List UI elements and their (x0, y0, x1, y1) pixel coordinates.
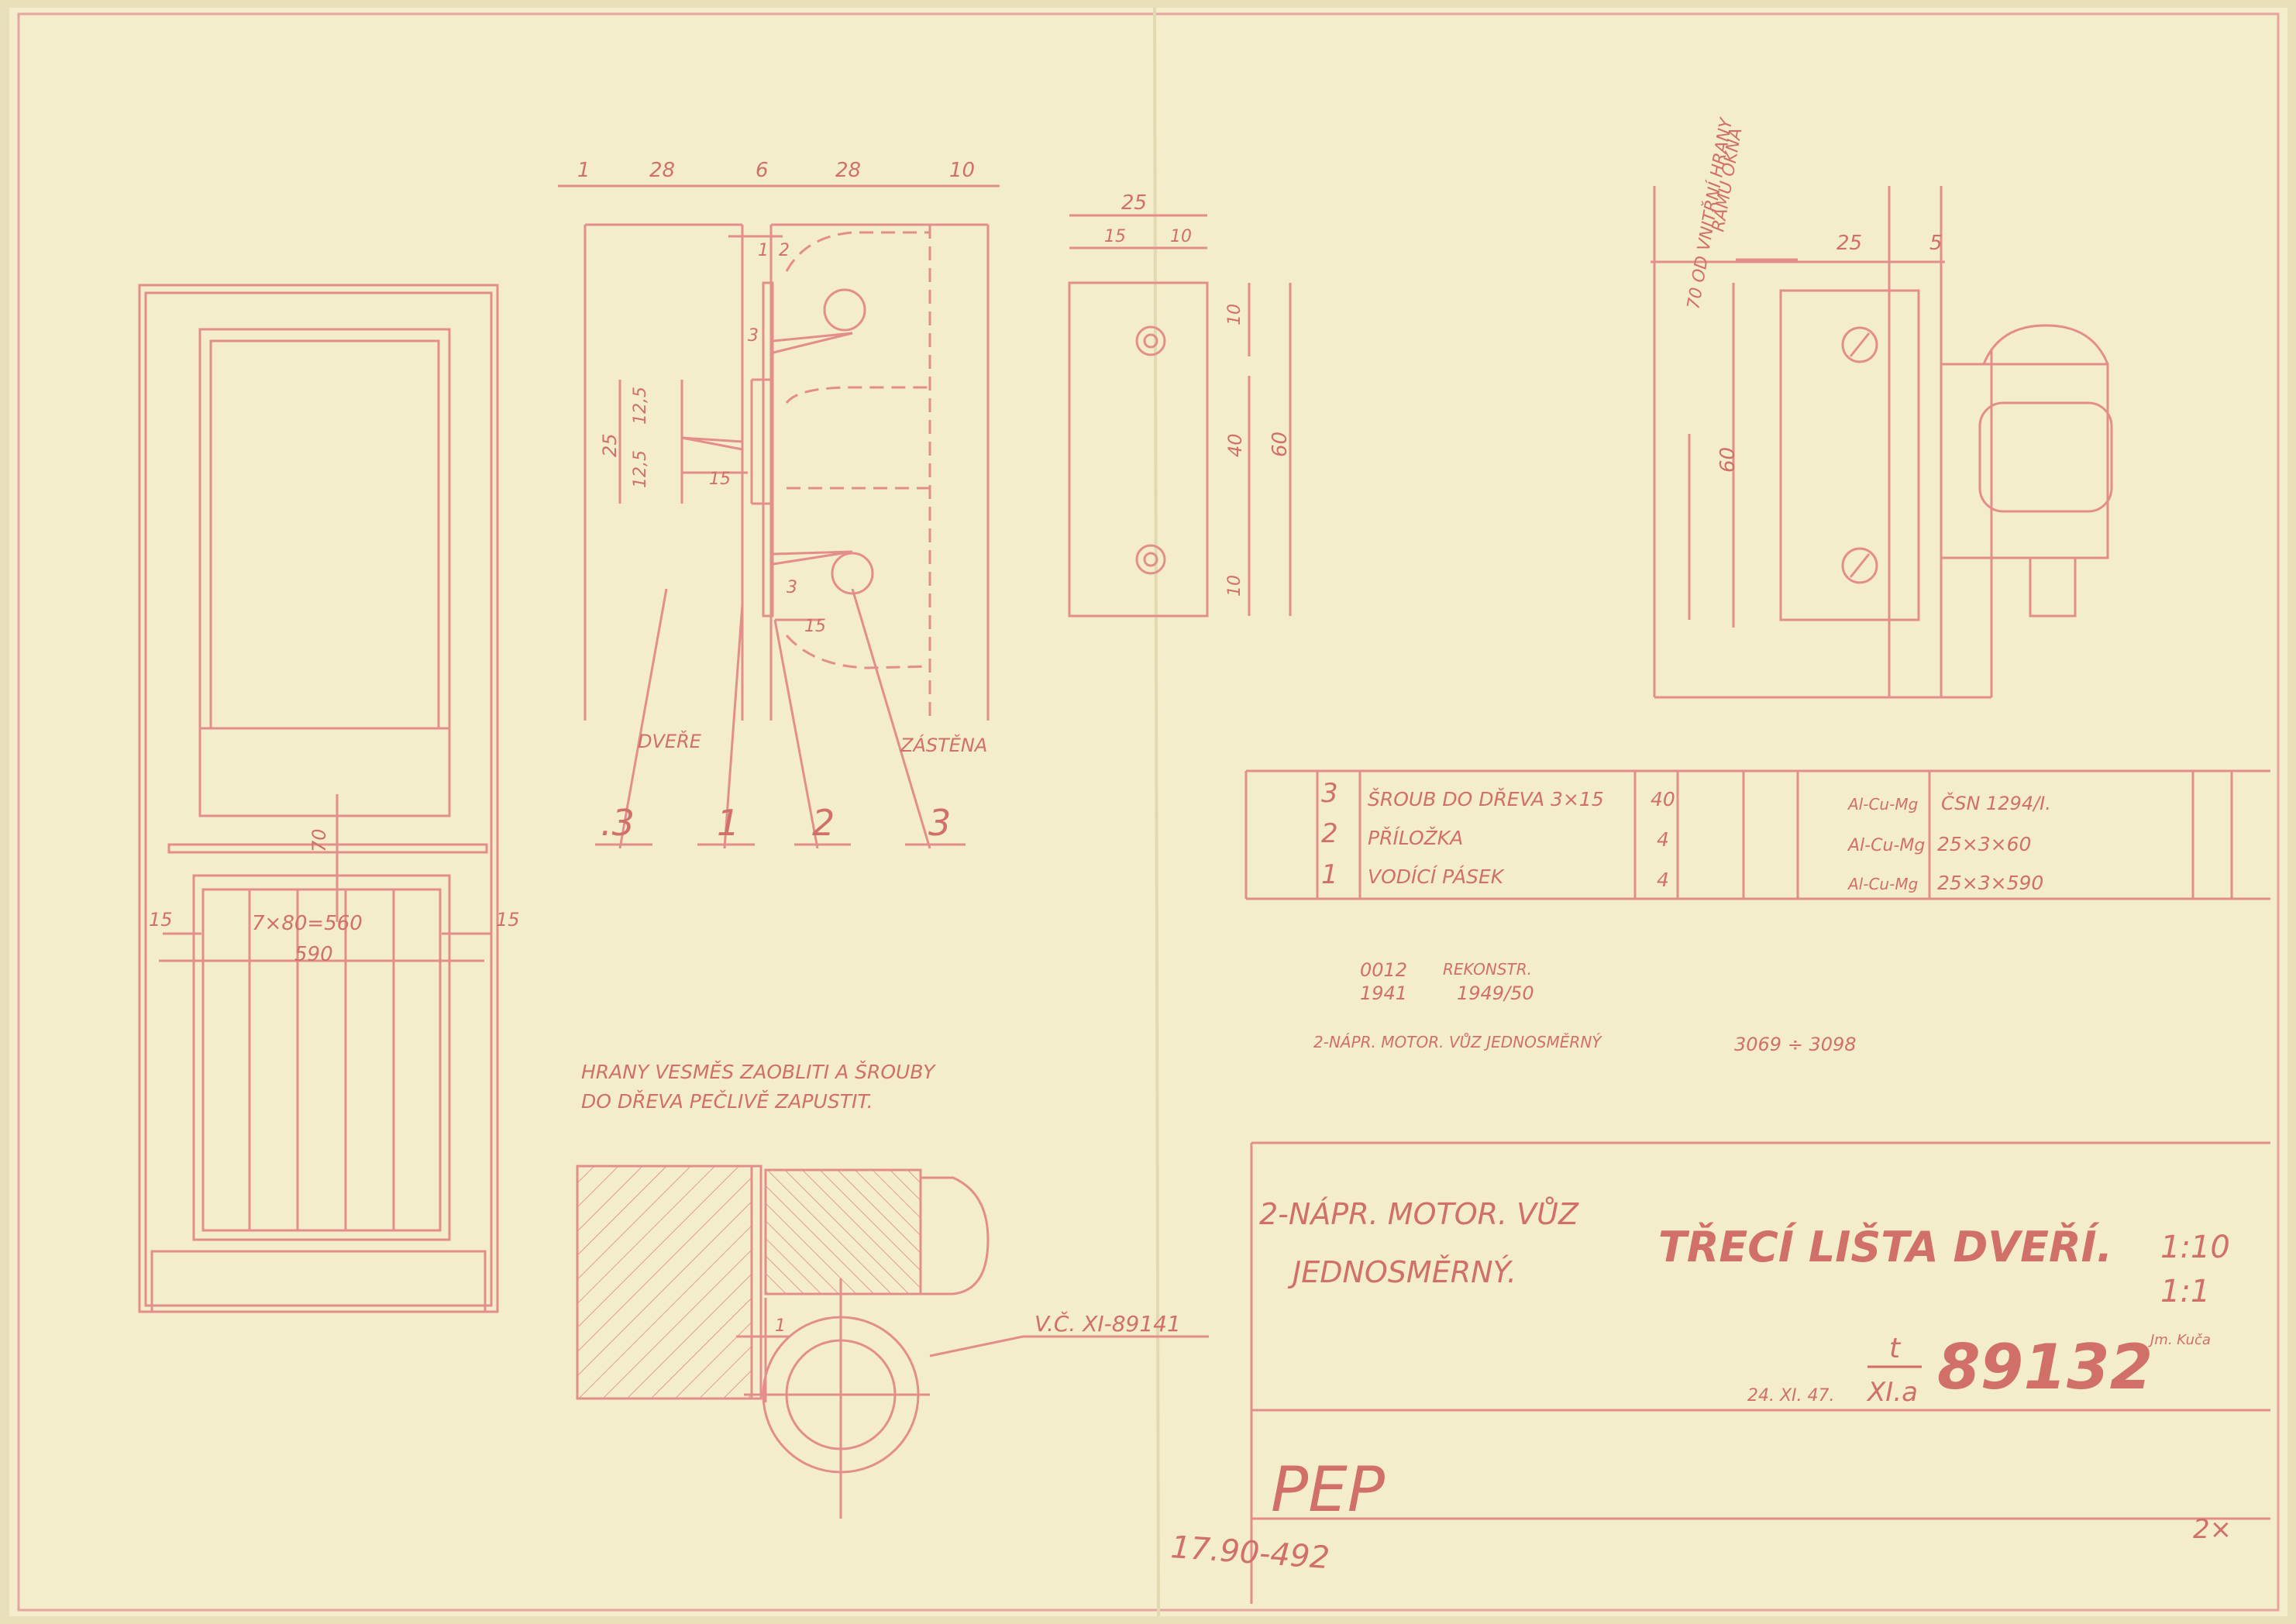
callout-1: 1 (717, 802, 739, 844)
dim-strip-top-a: 15 (1104, 227, 1126, 246)
sheet-border (17, 12, 2280, 1612)
callout-3b: 3 (928, 802, 951, 844)
label-door: DVEŘE (638, 730, 702, 752)
drawing-number: 89132 (1937, 1331, 2153, 1403)
row-2-material: Al-Cu-Mg (1847, 836, 1925, 855)
class-numerator: t (1889, 1333, 1902, 1364)
dim-top-5: 10 (949, 159, 975, 182)
dim-strip-top: 25 (1121, 191, 1147, 215)
scale-1: 1:10 (2160, 1230, 2230, 1265)
dim-strip-side-b: 40 (1224, 433, 1246, 457)
section-view-top (558, 184, 1000, 721)
signature: Jm. Kuča (2148, 1332, 2211, 1348)
callout-2: 2 (812, 802, 835, 844)
dim-top-2: 28 (649, 159, 675, 182)
stamp: PEP (1271, 1454, 1386, 1526)
row-1-name: VODÍCÍ PÁSEK (1368, 865, 1506, 888)
row-2-pos: 2 (1321, 818, 1338, 849)
class-denominator: XI.a (1866, 1377, 1918, 1408)
dim-strip-side-c: 60 (1268, 432, 1292, 457)
section-dim-1: 1 (775, 1316, 786, 1336)
dim-detail-7: 12,5 (631, 450, 650, 488)
dim-right-60: 60 (1716, 447, 1740, 473)
dim-door-590: 590 (294, 943, 333, 966)
meta-reconstr: REKONSTR. (1443, 960, 1532, 979)
dim-door-70: 70 (308, 828, 330, 852)
dim-detail-9: 15 (804, 617, 826, 636)
sheet-mark: 2× (2193, 1514, 2232, 1545)
paper (9, 8, 2287, 1616)
dim-right-25: 25 (1836, 232, 1862, 255)
dim-detail-4: 3 (787, 578, 797, 597)
dim-top-4: 28 (835, 159, 861, 182)
meta-year: 1941 (1360, 982, 1407, 1004)
date: 24. XI. 47. (1747, 1386, 1835, 1406)
dim-strip-side-a: 10 (1225, 304, 1244, 325)
row-2-qty: 4 (1657, 828, 1669, 851)
meta-code: 0012 (1360, 959, 1407, 981)
row-3-material: Al-Cu-Mg (1847, 795, 1918, 814)
title-project-1: 2-NÁPR. MOTOR. VŮZ (1259, 1197, 1579, 1231)
dim-top-1: 1 (577, 159, 590, 182)
dim-detail-6: 12,5 (631, 387, 650, 425)
dim-strip-top-b: 10 (1170, 227, 1192, 246)
strip-view (1068, 214, 1292, 618)
dim-detail-1: 1 (758, 241, 769, 260)
dim-door-15a: 15 (149, 909, 173, 931)
title-part: TŘECÍ LIŠTA DVEŘÍ. (1658, 1223, 2112, 1271)
note-line-1: HRANY VESMĚS ZAOBLITI A ŠROUBY (581, 1060, 936, 1083)
dim-strip-side-d: 10 (1225, 575, 1244, 597)
scale-2: 1:1 (2160, 1274, 2210, 1309)
row-1-material: Al-Cu-Mg (1847, 875, 1918, 893)
dim-top-3: 6 (756, 159, 769, 182)
row-2-spec: 25×3×60 (1937, 833, 2031, 855)
section-detail-bottom (576, 1165, 1209, 1519)
fold-line (1153, 7, 1160, 1617)
label-screen: ZÁSTĚNA (900, 734, 987, 756)
row-3-pos: 3 (1321, 778, 1338, 809)
dim-door-560: 7×80=560 (252, 912, 363, 935)
dim-detail-8: 15 (709, 470, 731, 489)
dim-detail-5: 25 (599, 433, 621, 457)
row-2-name: PŘÍLOŽKA (1368, 827, 1463, 849)
row-3-spec: ČSN 1294/I. (1941, 791, 2051, 814)
row-1-spec: 25×3×590 (1937, 872, 2043, 894)
reference: V.Č. XI-89141 (1034, 1310, 1181, 1337)
row-1-qty: 4 (1657, 869, 1669, 891)
row-3-name: ŠROUB DO DŘEVA 3×15 (1368, 787, 1604, 810)
parts-table-grid (1244, 769, 2270, 900)
note-line-2: DO DŘEVA PEČLIVĚ ZAPUSTIT. (581, 1089, 873, 1113)
callout-3a: .3 (601, 802, 635, 844)
row-1-pos: 1 (1321, 859, 1338, 890)
dim-detail-3: 3 (748, 326, 759, 346)
dim-right-5: 5 (1929, 232, 1943, 255)
title-block-grid (1250, 1141, 2270, 1604)
mounting-view (1651, 186, 2113, 699)
dim-detail-2: 2 (779, 241, 790, 260)
door-elevation (138, 284, 499, 1313)
leader-lines (595, 588, 966, 849)
meta-reconstr-year: 1949/50 (1457, 982, 1534, 1004)
vehicle-name: 2-NÁPR. MOTOR. VŮZ JEDNOSMĚRNÝ (1313, 1033, 1602, 1051)
dim-door-15b: 15 (496, 909, 520, 931)
vehicle-range: 3069 ÷ 3098 (1734, 1034, 1857, 1055)
row-3-qty: 40 (1651, 788, 1675, 810)
title-project-2: JEDNOSMĚRNÝ. (1287, 1255, 1516, 1289)
